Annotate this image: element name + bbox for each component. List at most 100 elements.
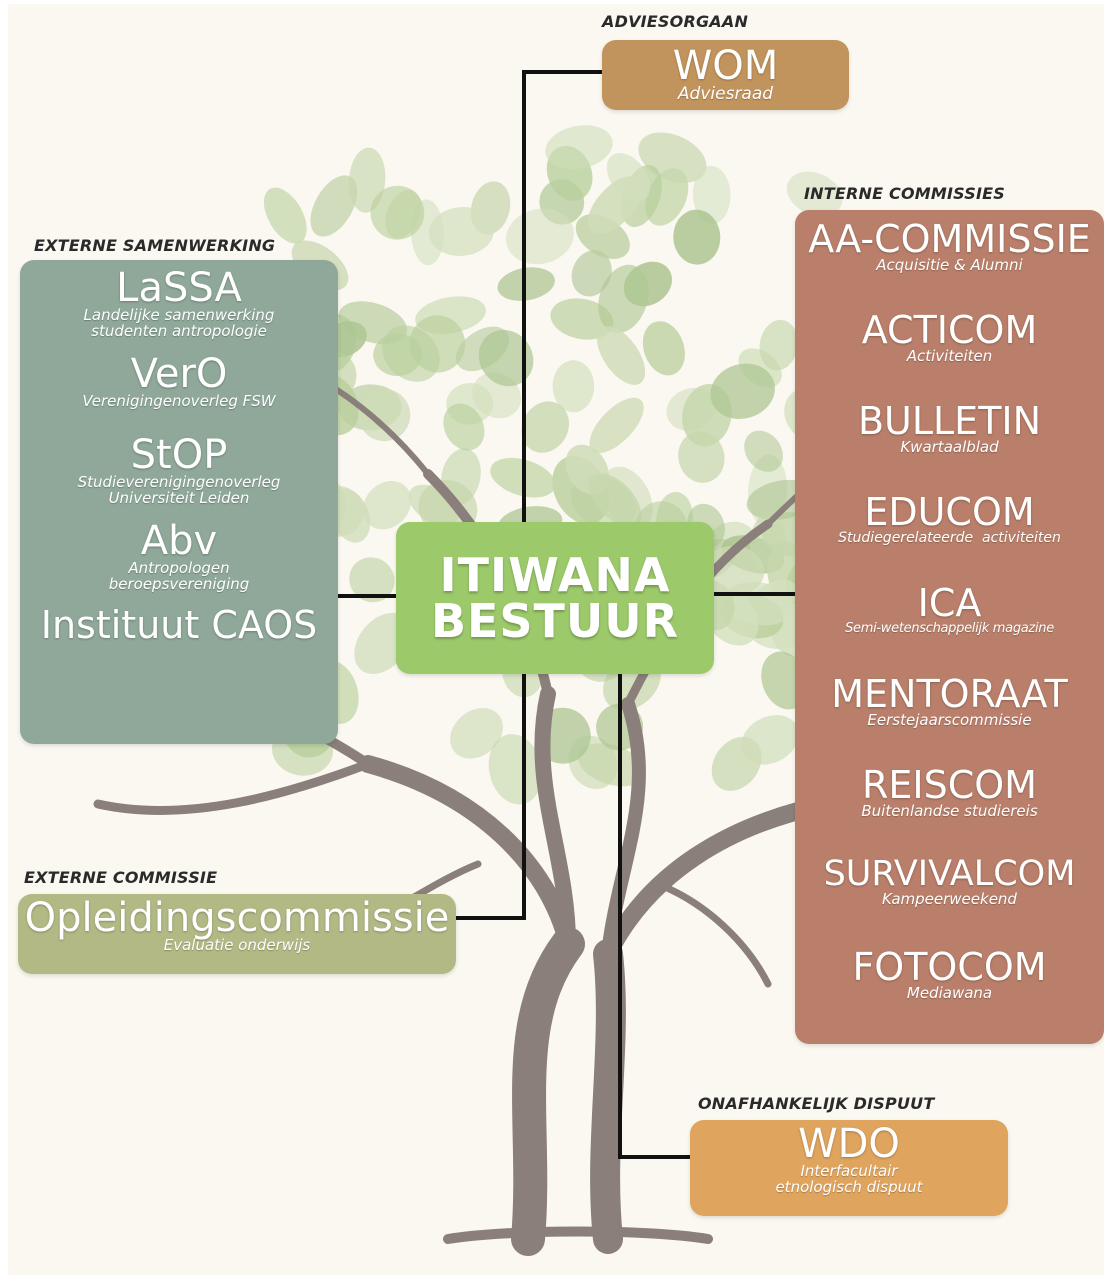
leaf-blob bbox=[428, 207, 495, 256]
leaf-blob bbox=[443, 403, 485, 451]
leaf-blob bbox=[358, 388, 411, 442]
label-interne-commissies: INTERNE COMMISSIES bbox=[804, 184, 1006, 203]
leaf-blob bbox=[349, 557, 395, 603]
entry-name: Abv bbox=[140, 517, 218, 564]
opleidingscommissie-subtitle: Evaluatie onderwijs bbox=[163, 936, 311, 954]
leaf-blob bbox=[545, 125, 613, 170]
entry-name: Instituut CAOS bbox=[40, 603, 318, 648]
entry-mentoraat: MENTORAAT Eerstejaarscommissie bbox=[795, 675, 1104, 766]
entry-acticom: ACTICOM Activiteiten bbox=[795, 311, 1104, 402]
label-adviesorgaan: ADVIESORGAAN bbox=[602, 12, 749, 31]
entry-subtitle: Universiteit Leiden bbox=[108, 489, 250, 507]
entry-subtitle: Antropologen bbox=[128, 558, 230, 577]
entry-fotocom: FOTOCOM Mediawana bbox=[795, 948, 1104, 1039]
entry-subtitle: Activiteiten bbox=[906, 347, 993, 365]
leaf-blob bbox=[701, 546, 765, 597]
leaf-blob bbox=[606, 153, 651, 202]
entry-ica: ICA Semi-wetenschappelijk magazine bbox=[795, 584, 1104, 675]
entry-lassa: LaSSA Landelijke samenwerking studenten … bbox=[20, 260, 338, 340]
entry-name: FOTOCOM bbox=[852, 945, 1047, 989]
leaf-blob bbox=[329, 488, 371, 543]
leaf-blob bbox=[744, 430, 784, 472]
entry-subtitle: Studieverenigingenoverleg bbox=[77, 473, 281, 492]
entry-bulletin: BULLETIN Kwartaalblad bbox=[795, 402, 1104, 493]
connector-wdo bbox=[618, 674, 690, 1159]
entry-subtitle: Eerstejaarscommissie bbox=[867, 711, 1032, 729]
entry-subtitle: Verenigingenoverleg FSW bbox=[82, 391, 276, 410]
entry-name: EDUCOM bbox=[864, 490, 1035, 534]
entry-name: ICA bbox=[917, 581, 982, 625]
leaf-blob bbox=[409, 315, 466, 373]
bestuur-line2: BESTUUR bbox=[430, 594, 680, 648]
entry-subtitle: Buitenlandse studiereis bbox=[861, 802, 1038, 820]
leaf-blob bbox=[597, 326, 646, 385]
leaf-blob bbox=[571, 250, 612, 297]
label-externe-commissie: EXTERNE COMMISSIE bbox=[24, 868, 218, 887]
entry-subtitle: Studiegerelateerde activiteiten bbox=[838, 530, 1061, 546]
entry-subtitle: studenten antropologie bbox=[91, 321, 267, 340]
label-onafhankelijk-dispuut: ONAFHANKELIJK DISPUUT bbox=[698, 1094, 935, 1113]
bestuur-line1: ITIWANA bbox=[439, 548, 671, 602]
entry-name: LaSSA bbox=[116, 265, 242, 311]
entry-subtitle: Kampeerweekend bbox=[882, 890, 1017, 908]
org-chart-canvas: ADVIESORGAAN WOM Adviesraad EXTERNE SAME… bbox=[8, 4, 1104, 1275]
opleidingscommissie-box: Opleidingscommissie Evaluatie onderwijs bbox=[18, 894, 456, 974]
entry-name: BULLETIN bbox=[857, 399, 1042, 443]
entry-subtitle: Landelijke samenwerking bbox=[83, 306, 275, 324]
leaf-blob bbox=[488, 734, 543, 805]
entry-stop: StOP Studieverenigingenoverleg Universit… bbox=[20, 435, 338, 507]
leaf-blob bbox=[521, 401, 570, 453]
entry-survivalcom: SURVIVALCOM Kampeerweekend bbox=[795, 857, 1104, 948]
leaf-blob bbox=[642, 321, 685, 376]
entry-aa-commissie: AA-COMMISSIE Acquisitie & Alumni bbox=[795, 210, 1104, 311]
leaf-blob bbox=[550, 298, 614, 340]
connector-lines bbox=[338, 70, 795, 1159]
wom-subtitle: Adviesraad bbox=[677, 84, 774, 104]
wdo-subtitle: etnologisch dispuut bbox=[775, 1177, 923, 1196]
leaf-blob bbox=[711, 736, 762, 791]
entry-instituut-caos: Instituut CAOS bbox=[20, 606, 338, 644]
entry-subtitle: beroepsvereniging bbox=[108, 574, 250, 593]
wdo-subtitle: Interfacultair bbox=[800, 1162, 898, 1180]
itiwana-bestuur-box: ITIWANA BESTUUR bbox=[396, 522, 714, 674]
connector-wom bbox=[522, 70, 602, 522]
leaf-blob bbox=[363, 480, 412, 530]
entry-abv: Abv Antropologen beroepsvereniging bbox=[20, 521, 338, 593]
leaf-blob bbox=[589, 397, 644, 454]
entry-subtitle: Kwartaalblad bbox=[900, 438, 999, 456]
leaf-blob bbox=[786, 171, 843, 217]
leaf-blob bbox=[710, 363, 775, 420]
entry-subtitle: Acquisitie & Alumni bbox=[876, 256, 1023, 274]
wom-box: WOM Adviesraad bbox=[602, 40, 849, 110]
interne-commissies-box: AA-COMMISSIE Acquisitie & Alumni ACTICOM… bbox=[795, 210, 1104, 1044]
leaf-blob bbox=[552, 360, 595, 413]
entry-name: MENTORAAT bbox=[831, 672, 1068, 716]
wdo-name: WDO bbox=[798, 1121, 900, 1167]
leaf-blob bbox=[310, 175, 358, 237]
wom-name: WOM bbox=[672, 43, 779, 89]
entry-name: AA-COMMISSIE bbox=[808, 217, 1091, 261]
leaf-blob bbox=[497, 267, 555, 301]
entry-name: SURVIVALCOM bbox=[823, 854, 1076, 894]
label-externe-samenwerking: EXTERNE SAMENWERKING bbox=[34, 236, 276, 255]
entry-subtitle: Mediawana bbox=[906, 984, 993, 1002]
leaf-blob bbox=[588, 473, 642, 527]
leaf-blob bbox=[692, 165, 731, 224]
opleidingscommissie-name: Opleidingscommissie bbox=[24, 895, 450, 941]
entry-reiscom: REISCOM Buitenlandse studiereis bbox=[795, 766, 1104, 857]
leaf-blob bbox=[263, 187, 307, 244]
entry-name: REISCOM bbox=[862, 763, 1037, 807]
leaf-blob bbox=[450, 708, 503, 759]
wdo-box: WDO Interfacultair etnologisch dispuut bbox=[690, 1120, 1008, 1216]
entry-educom: EDUCOM Studiegerelateerde activiteiten bbox=[795, 493, 1104, 584]
entry-vero: VerO Verenigingenoverleg FSW bbox=[20, 354, 338, 410]
leaf-blob bbox=[478, 329, 534, 387]
entry-name: StOP bbox=[130, 432, 228, 479]
leaf-blob bbox=[673, 209, 721, 265]
entry-name: ACTICOM bbox=[861, 308, 1038, 352]
externe-samenwerking-box: LaSSA Landelijke samenwerking studenten … bbox=[20, 260, 338, 744]
leaf-blob bbox=[598, 264, 649, 334]
entry-subtitle: Semi-wetenschappelijk magazine bbox=[845, 621, 1054, 636]
entry-name: VerO bbox=[130, 350, 228, 397]
leaf-blob bbox=[759, 319, 798, 371]
